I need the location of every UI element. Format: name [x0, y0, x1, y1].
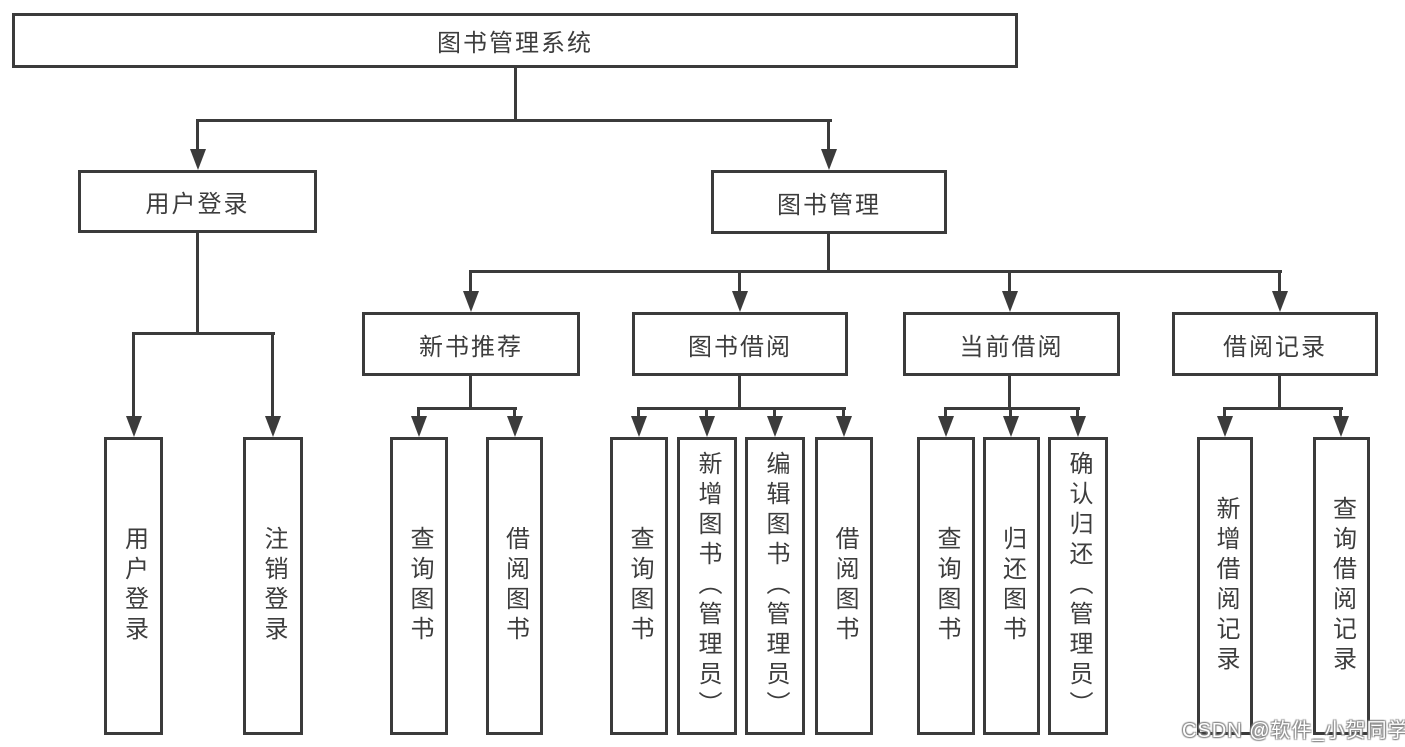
connector-line — [705, 407, 708, 419]
node-label: 编辑图书（管理员） — [762, 451, 789, 721]
leaf-query-books-borrowing: 查询图书 — [610, 437, 668, 735]
leaf-add-borrow-record: 新增借阅记录 — [1197, 437, 1253, 735]
node-new-book-recommend: 新书推荐 — [362, 312, 580, 376]
connector-line — [1278, 270, 1281, 294]
connector-line — [1008, 373, 1011, 409]
connector-line — [196, 119, 199, 152]
arrow-down-icon — [821, 149, 837, 170]
node-label: 借阅图书 — [501, 526, 529, 646]
arrow-down-icon — [463, 291, 479, 312]
connector-line — [469, 270, 472, 294]
node-label: 查询借阅记录 — [1328, 496, 1356, 676]
arrow-down-icon — [631, 416, 647, 437]
arrow-down-icon — [1272, 291, 1288, 312]
leaf-borrow-books-recommend: 借阅图书 — [486, 437, 543, 735]
arrow-down-icon — [411, 416, 427, 437]
connector-line — [514, 68, 517, 122]
arrow-down-icon — [1002, 291, 1018, 312]
leaf-add-book-admin: 新增图书（管理员） — [677, 437, 737, 735]
connector-line — [1339, 407, 1342, 419]
connector-line — [637, 407, 640, 419]
leaf-query-borrow-record: 查询借阅记录 — [1313, 437, 1370, 735]
connector-line — [132, 332, 275, 335]
node-label: 归还图书 — [998, 526, 1026, 646]
connector-line — [1223, 407, 1343, 410]
connector-line — [513, 407, 516, 419]
node-label: 新书推荐 — [419, 333, 523, 361]
connector-line — [827, 119, 830, 152]
node-label: 当前借阅 — [959, 333, 1064, 361]
connector-line — [196, 232, 199, 334]
node-label: 查询图书 — [626, 526, 653, 646]
node-label: 用户登录 — [145, 191, 250, 218]
node-label: 查询图书 — [933, 526, 960, 646]
connector-line — [1076, 407, 1079, 419]
arrow-down-icon — [836, 416, 852, 437]
node-library-system: 图书管理系统 — [12, 13, 1018, 68]
node-label: 图书管理 — [777, 191, 881, 219]
connector-line — [417, 407, 517, 410]
arrow-down-icon — [507, 416, 523, 437]
node-user-login: 用户登录 — [78, 170, 317, 233]
node-book-borrowing: 图书借阅 — [632, 312, 848, 376]
arrow-down-icon — [190, 149, 206, 170]
connector-line — [271, 332, 274, 420]
leaf-edit-book-admin: 编辑图书（管理员） — [745, 437, 805, 735]
leaf-logout: 注销登录 — [243, 437, 303, 735]
arrow-down-icon — [1217, 416, 1233, 437]
arrow-down-icon — [1003, 416, 1019, 437]
connector-line — [469, 270, 1282, 273]
connector-line — [637, 407, 846, 410]
node-label: 用户登录 — [120, 526, 148, 646]
node-label: 查询图书 — [406, 526, 433, 646]
connector-line — [469, 373, 472, 409]
connector-line — [132, 332, 135, 420]
connector-line — [944, 407, 947, 419]
leaf-user-login: 用户登录 — [104, 437, 163, 735]
connector-line — [738, 270, 741, 294]
node-label: 图书管理系统 — [437, 30, 593, 57]
connector-line — [827, 232, 830, 273]
arrow-down-icon — [767, 416, 783, 437]
connector-line — [417, 407, 420, 419]
leaf-borrow-books-borrowing: 借阅图书 — [815, 437, 873, 735]
node-label: 新增借阅记录 — [1212, 496, 1239, 676]
arrow-down-icon — [126, 416, 142, 437]
watermark-text: CSDN @软件_小贺同学 — [1182, 720, 1405, 742]
leaf-query-books-current: 查询图书 — [917, 437, 975, 735]
node-label: 借阅记录 — [1223, 333, 1327, 361]
arrow-down-icon — [699, 416, 715, 437]
leaf-confirm-return-admin: 确认归还（管理员） — [1048, 437, 1108, 735]
connector-line — [738, 373, 741, 409]
connector-line — [1223, 407, 1226, 419]
connector-line — [1009, 407, 1012, 419]
node-label: 注销登录 — [260, 526, 287, 646]
connector-line — [1008, 270, 1011, 294]
connector-line — [1278, 373, 1281, 409]
arrow-down-icon — [265, 416, 281, 437]
leaf-query-books-recommend: 查询图书 — [390, 437, 448, 735]
node-current-borrowing: 当前借阅 — [903, 312, 1120, 376]
connector-line — [944, 407, 1080, 410]
arrow-down-icon — [1333, 416, 1349, 437]
node-book-management: 图书管理 — [711, 170, 947, 234]
connector-line — [773, 407, 776, 419]
arrow-down-icon — [1070, 416, 1086, 437]
connector-line — [842, 407, 845, 419]
leaf-return-book: 归还图书 — [983, 437, 1040, 735]
node-label: 图书借阅 — [688, 333, 792, 361]
node-label: 新增图书（管理员） — [694, 451, 721, 721]
node-label: 确认归还（管理员） — [1065, 451, 1092, 721]
node-borrow-records: 借阅记录 — [1172, 312, 1378, 376]
arrow-down-icon — [732, 291, 748, 312]
connector-line — [196, 119, 832, 122]
arrow-down-icon — [938, 416, 954, 437]
node-label: 借阅图书 — [831, 526, 858, 646]
